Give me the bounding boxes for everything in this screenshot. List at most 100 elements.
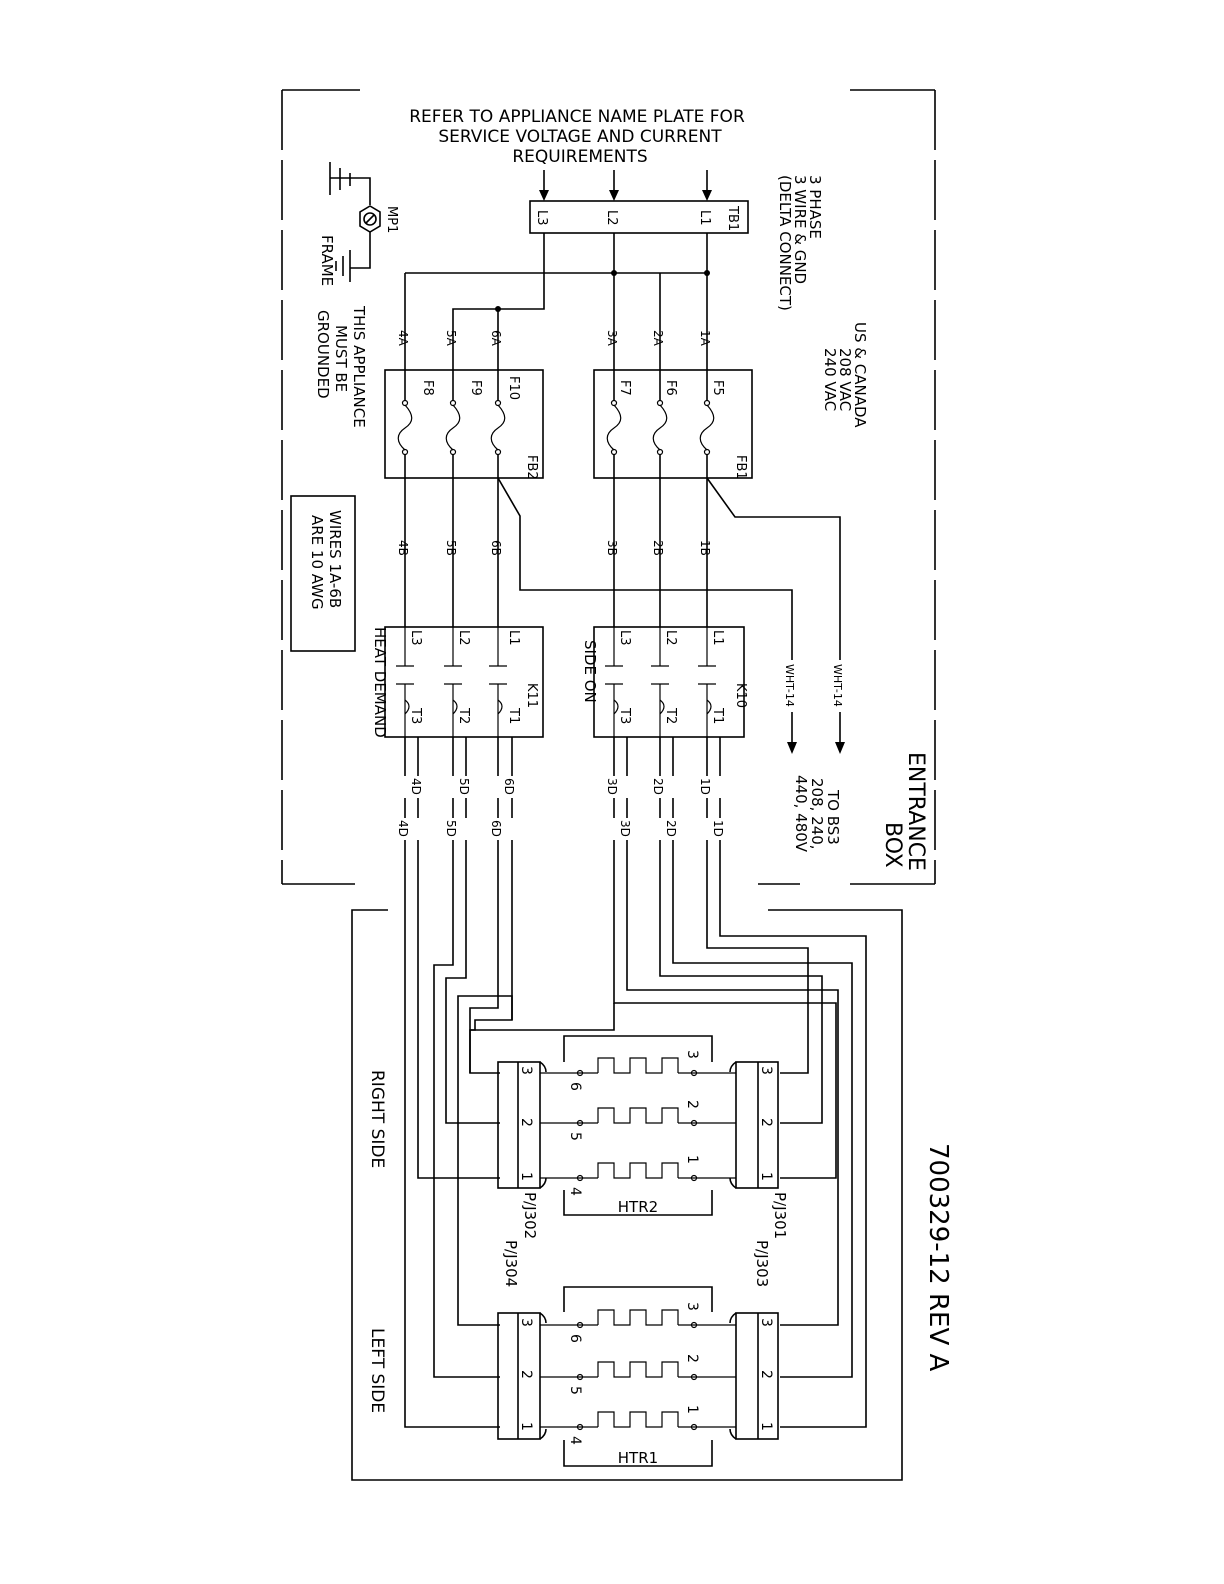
pj304-pin-2: 2: [518, 1370, 534, 1379]
tb1-l1-label: L1: [697, 210, 712, 226]
wire-labels-b: 1B 2B 3B 4B 5B 6B: [396, 540, 712, 556]
ground-note-line-3: GROUNDED: [314, 310, 332, 399]
k11-t2-label: T2: [456, 707, 471, 724]
pj302-pin-3: 3: [518, 1066, 534, 1075]
service-note-line-2: SERVICE VOLTAGE AND CURRENT: [438, 127, 722, 147]
service-note-line-1: REFER TO APPLIANCE NAME PLATE FOR: [409, 107, 745, 127]
htr2-terminal-3: 3: [684, 1050, 700, 1059]
ground-mp1: MP1 FRAME: [318, 162, 399, 286]
fuse-f5: [699, 399, 715, 456]
ground-note-line-1: THIS APPLIANCE: [350, 305, 368, 428]
k10-label: K10: [733, 683, 748, 708]
htr1-element-2: [540, 1361, 736, 1381]
wire-5d-label-a: 5D: [457, 778, 471, 795]
frame-label: FRAME: [318, 235, 336, 286]
pj302-pin-2: 2: [518, 1118, 534, 1127]
htr2-element-1: [540, 1162, 736, 1182]
wire-4d-label-b: 4D: [396, 820, 410, 837]
supply-wiring: [404, 233, 710, 370]
wire-1d-label-b: 1D: [711, 820, 725, 837]
drawing-number: 700329-12 REV A: [923, 1143, 953, 1372]
terminal-block-tb1: L3 L2 L1 TB1: [529, 200, 749, 234]
heater-section-outline: [351, 909, 903, 1481]
fuse-f8: [397, 399, 413, 456]
entrance-label-line-1: ENTRANCE: [903, 752, 928, 871]
htr2-terminal-5: 5: [567, 1132, 583, 1141]
k10-contacts: [605, 627, 716, 737]
htr2-element-2: [540, 1107, 736, 1127]
pj304-pin-1: 1: [518, 1422, 534, 1431]
htr1-terminal-3: 3: [684, 1302, 700, 1311]
f10-label: F10: [506, 376, 521, 400]
htr2-element-3: [540, 1057, 736, 1077]
k11-l1-label: L1: [506, 630, 521, 646]
phase-note-line-2: 3 WIRE & GND: [791, 175, 809, 284]
service-note: REFER TO APPLIANCE NAME PLATE FOR SERVIC…: [409, 107, 745, 167]
htr1-terminal-4: 4: [567, 1436, 583, 1445]
wire-4d-label-a: 4D: [409, 778, 423, 795]
k11-label: K11: [524, 683, 539, 708]
connector-pj303: [729, 1312, 779, 1440]
left-side-label: LEFT SIDE: [367, 1328, 387, 1413]
voltage-note-line-1: US & CANADA: [851, 322, 869, 428]
k11-l2-label: L2: [456, 630, 471, 646]
voltage-note: US & CANADA 208 VAC 240 VAC: [821, 322, 869, 428]
side-on-label: SIDE ON: [581, 640, 599, 703]
fuse-block-fb1: F5 F6 F7 FB1: [593, 369, 753, 480]
wire-2a-label: 2A: [651, 330, 665, 347]
heat-demand-label: HEAT DEMAND: [371, 627, 389, 738]
wire-6b-label: 6B: [489, 540, 503, 556]
wire-2d-label-b: 2D: [664, 820, 678, 837]
k11-l3-label: L3: [408, 630, 423, 646]
wires-note-line-1: WIRES 1A-6B: [326, 510, 344, 608]
voltage-note-line-2: 208 VAC: [836, 348, 854, 411]
k11-t1-label: T1: [506, 707, 521, 724]
htr1-element-1: [540, 1411, 736, 1431]
k10-t1-label: T1: [710, 707, 725, 724]
pj303-pin-1: 1: [758, 1422, 774, 1431]
heater-htr2: 3 2 1 3 2 1 6 5 4 3 2 1 HTR2 P/J302 P/J3…: [497, 1035, 789, 1239]
wire-4a-label: 4A: [396, 330, 410, 347]
htr1-terminal-1: 1: [684, 1405, 700, 1414]
f6-label: F6: [663, 380, 678, 396]
pj303-pin-3: 3: [758, 1318, 774, 1327]
pj301-pin-1: 1: [758, 1172, 774, 1181]
connector-pj302: [497, 1061, 547, 1189]
wire-6d-label-b: 6D: [489, 820, 503, 837]
wire-labels-a: 1A 2A 3A 4A 5A 6A: [396, 330, 712, 347]
bs3-note-line-1: TO BS3: [824, 789, 842, 845]
wire-3d-label-b: 3D: [618, 820, 632, 837]
b-wiring: [404, 478, 708, 627]
bs3-note-line-2: 208, 240,: [808, 778, 826, 850]
htr2-terminal-2: 2: [684, 1100, 700, 1109]
wires-note-line-2: ARE 10 AWG: [308, 515, 326, 610]
right-side-label: RIGHT SIDE: [367, 1070, 387, 1168]
phase-note: 3 PHASE 3 WIRE & GND (DELTA CONNECT): [776, 175, 824, 311]
entrance-box-outline: [281, 89, 936, 885]
pj302-label: P/J302: [521, 1192, 539, 1239]
wire-2d-label-a: 2D: [651, 778, 665, 795]
k11-t3-label: T3: [408, 707, 423, 724]
k10-t2-label: T2: [663, 707, 678, 724]
htr2-terminal-4: 4: [567, 1187, 583, 1196]
mp1-label: MP1: [384, 206, 399, 233]
ground-note-line-2: MUST BE: [332, 325, 350, 392]
f7-label: F7: [617, 380, 632, 396]
fuse-f7: [606, 399, 622, 456]
wire-2b-label: 2B: [651, 540, 665, 556]
wht14-wiring: WHT-14 WHT-14: [497, 477, 846, 754]
wht14-label-2: WHT-14: [783, 664, 796, 707]
wire-1d-label-a: 1D: [698, 778, 712, 795]
wire-5a-label: 5A: [444, 330, 458, 347]
heater-htr1: 3 2 1 3 2 1 6 5 4 3 2 1 HTR1 P/J304 P/J3…: [497, 1240, 779, 1467]
contactor-k11: L1 L2 L3 T1 T2 T3 K11 HEAT DEMAND: [371, 626, 544, 738]
f5-label: F5: [710, 380, 725, 396]
tb1-l3-label: L3: [534, 210, 549, 226]
wire-3d-label-a: 3D: [605, 778, 619, 795]
wire-5d-label-b: 5D: [444, 820, 458, 837]
pj303-label: P/J303: [753, 1240, 771, 1287]
service-note-line-3: REQUIREMENTS: [512, 147, 647, 167]
pj301-label: P/J301: [771, 1192, 789, 1239]
tb1-l2-label: L2: [604, 210, 619, 226]
pj301-pin-2: 2: [758, 1118, 774, 1127]
